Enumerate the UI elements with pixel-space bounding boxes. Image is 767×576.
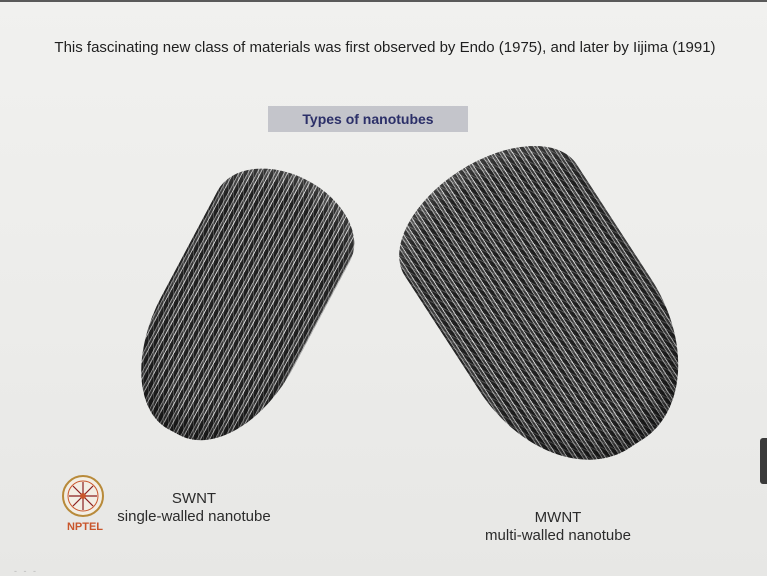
swnt-caption: SWNT single-walled nanotube [84, 490, 304, 526]
footer-marks: - - - [14, 566, 38, 576]
intro-text: This fascinating new class of materials … [40, 38, 730, 57]
top-border [0, 0, 767, 2]
swnt-full-name: single-walled nanotube [84, 508, 304, 526]
mwnt-caption: MWNT multi-walled nanotube [448, 509, 668, 545]
edge-mark [760, 438, 767, 484]
swnt-illustration [108, 145, 374, 467]
mwnt-abbr: MWNT [448, 509, 668, 527]
mwnt-full-name: multi-walled nanotube [448, 527, 668, 545]
section-label: Types of nanotubes [268, 106, 468, 132]
swnt-abbr: SWNT [84, 490, 304, 508]
mwnt-illustration [373, 115, 722, 499]
